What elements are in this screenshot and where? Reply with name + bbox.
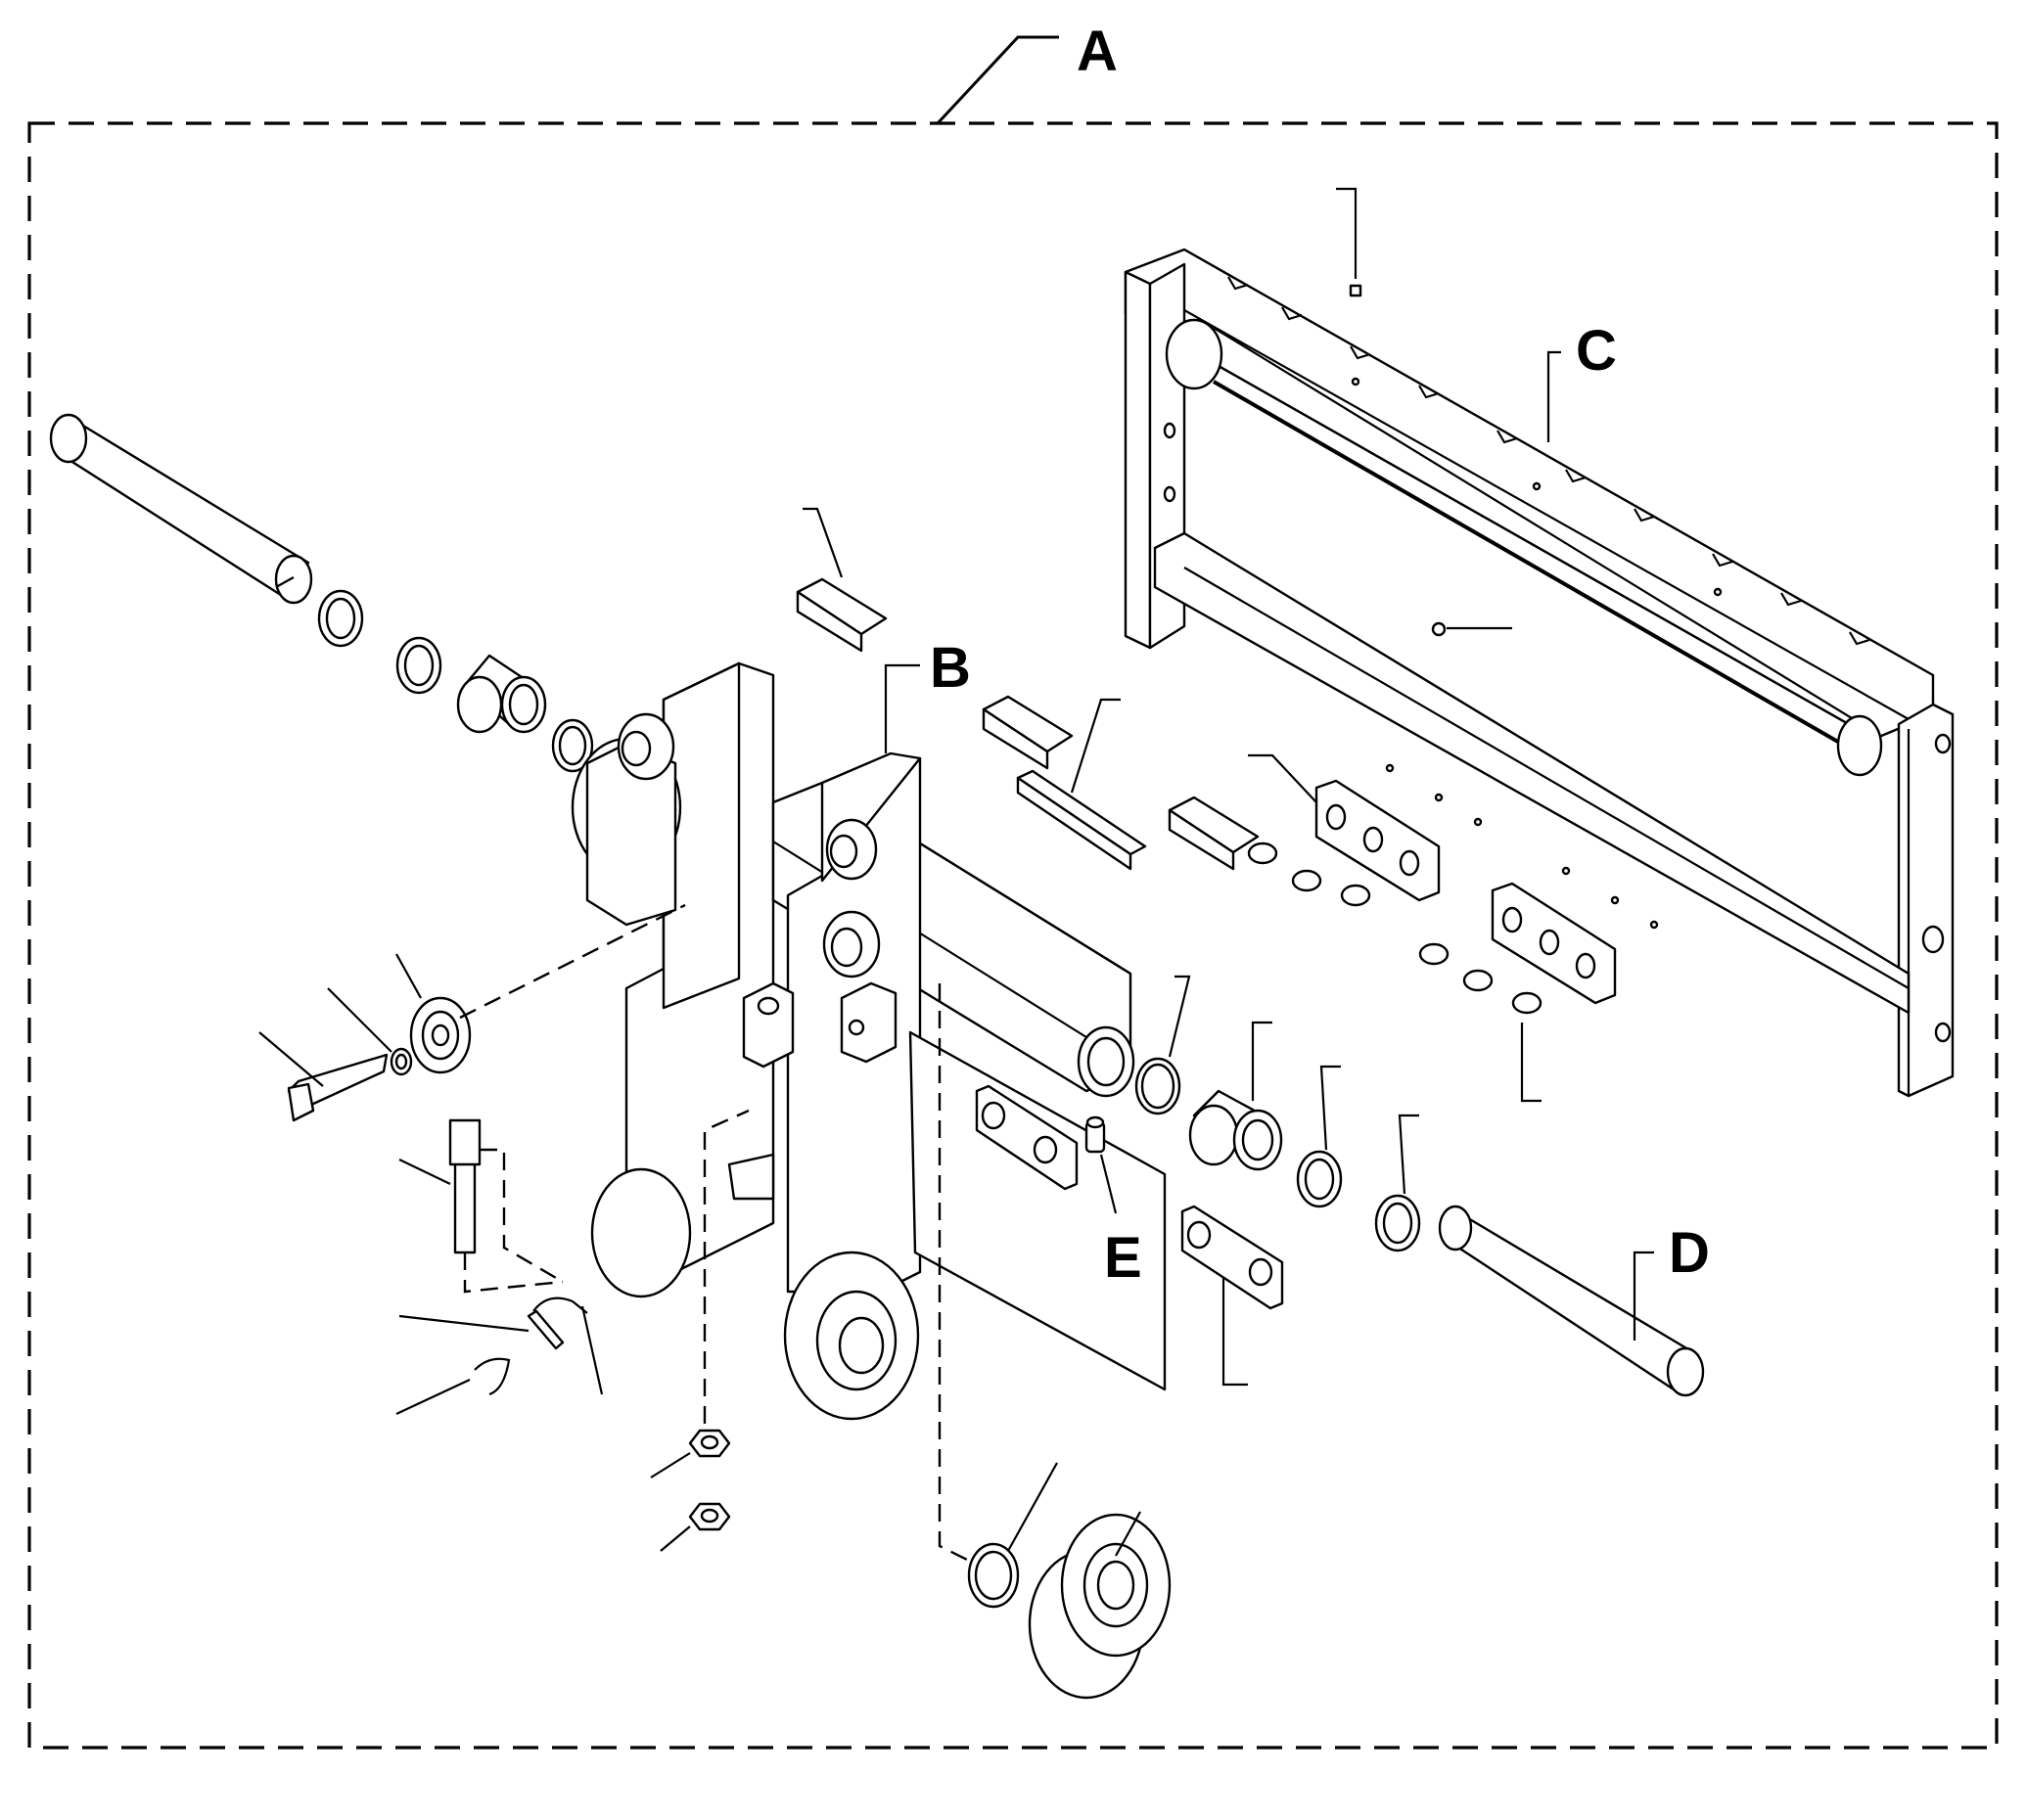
carriage-body: [571, 661, 1167, 1421]
callout-leader-a: [936, 35, 1059, 125]
bushing-right: [1188, 1021, 1283, 1171]
bushing-left: [456, 654, 547, 734]
wear-pad-2: [982, 695, 1074, 770]
cotter-pin-1: [532, 1297, 604, 1395]
bearing-left: [395, 903, 686, 1074]
adjusting-screw: [398, 1118, 564, 1294]
callout-label-c: C: [1576, 319, 1617, 383]
rail-notches: [1227, 276, 1870, 646]
hex-nut-1: [650, 1429, 731, 1479]
lower-roller: [1028, 1511, 1172, 1700]
callout-leader-b: [884, 663, 920, 753]
cotter-pin-2: [395, 1357, 511, 1415]
roller-seal: [967, 1462, 1058, 1609]
washer-left: [327, 987, 413, 1076]
callout-label-d: D: [1669, 1221, 1710, 1285]
dash-line-nut: [703, 1109, 750, 1424]
ring-right-2: [1374, 1114, 1421, 1252]
callout-label-e: E: [1104, 1226, 1142, 1290]
retainer-plate-lower: [1491, 882, 1617, 1005]
dash-line-roller: [938, 983, 970, 1563]
shim-plate-1: [975, 1084, 1079, 1191]
wear-strip: [1016, 698, 1147, 871]
pivot-pin-right: [1438, 1205, 1705, 1397]
cap-screws: [1247, 842, 1543, 1103]
pivot-pin-left: [49, 413, 313, 605]
grease-fitting-e: [1084, 1115, 1118, 1214]
clevis-pin: [398, 1309, 565, 1350]
oring-right: [1134, 975, 1191, 1115]
shim-plate-2: [1180, 1205, 1284, 1387]
hex-nut-2: [660, 1502, 731, 1552]
flange-bolt: [258, 1031, 389, 1122]
frame-holes: [1163, 377, 1952, 1043]
ring-left-3: [551, 718, 594, 773]
ring-right-1: [1296, 1065, 1343, 1208]
grease-fitting-frame: [1431, 621, 1512, 637]
grease-plug-top: [1336, 187, 1362, 297]
assembly-boundary: [27, 121, 1999, 1750]
wear-pad-3: [1168, 796, 1260, 871]
callout-label-a: A: [1077, 20, 1118, 83]
back-frame: [1124, 248, 1955, 1098]
ring-left-1: [317, 589, 364, 648]
ring-left-2: [395, 636, 442, 695]
wear-pad-1: [796, 507, 888, 653]
callout-label-b: B: [930, 636, 971, 700]
callout-leader-c: [1546, 350, 1561, 442]
retainer-plate-upper: [1248, 753, 1441, 902]
